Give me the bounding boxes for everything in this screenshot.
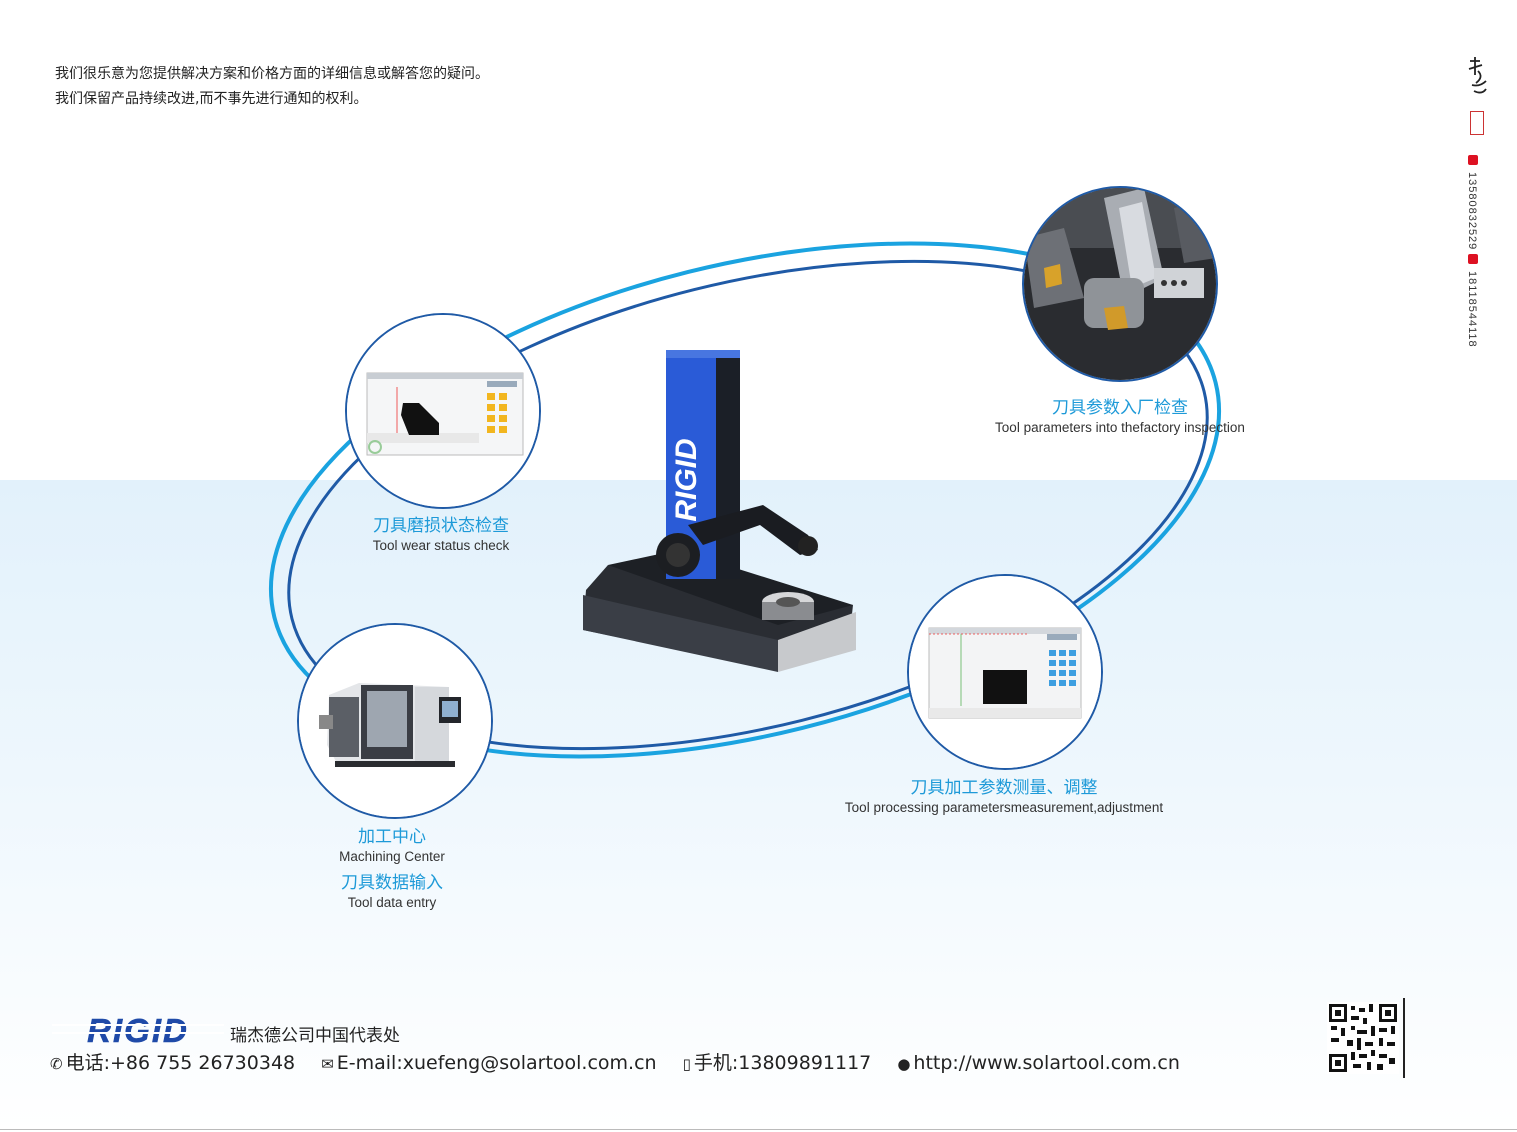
tel-item: ✆电话:+86 755 26730348 bbox=[50, 1052, 295, 1074]
intro-text: 我们很乐意为您提供解决方案和价格方面的详细信息或解答您的疑问。 我们保留产品持续… bbox=[55, 62, 489, 112]
phone-icon: ✆ bbox=[50, 1055, 63, 1073]
web-item[interactable]: ●http://www.solartool.com.cn bbox=[897, 1052, 1180, 1074]
sidebar-phone-2: 18118544118 bbox=[1466, 271, 1478, 348]
mobile-text: 手机:13809891117 bbox=[693, 1052, 872, 1074]
caption-cn: 刀具参数入厂检查 bbox=[1052, 398, 1188, 418]
caption-tool-wear: 刀具磨损状态检查 Tool wear status check bbox=[281, 516, 601, 554]
tool-presetter-machine-image: RIGID bbox=[583, 350, 856, 672]
calligraphy-logo bbox=[1466, 55, 1488, 109]
qr-code bbox=[1327, 1002, 1399, 1074]
wechat-marker-icon bbox=[1468, 254, 1478, 265]
caption-cn: 刀具磨损状态检查 bbox=[373, 516, 509, 536]
caption-en: Tool wear status check bbox=[372, 538, 510, 553]
caption-en: Machining Center bbox=[339, 849, 445, 864]
mobile-icon: ▯ bbox=[682, 1055, 691, 1073]
contact-line: ✆电话:+86 755 26730348 ✉E-mail:xuefeng@sol… bbox=[50, 1048, 1200, 1075]
web-text[interactable]: http://www.solartool.com.cn bbox=[913, 1052, 1180, 1074]
column-brand-text: RIGID bbox=[670, 438, 703, 521]
rigid-brand-logo: RIGID bbox=[52, 1016, 224, 1046]
caption-processing-parameters: 刀具加工参数测量、调整 Tool processing parametersme… bbox=[824, 778, 1184, 816]
caption-en: Tool processing parametersmeasurement,ad… bbox=[844, 800, 1164, 815]
machining-center-image bbox=[297, 623, 493, 819]
caption-tool-inspection: 刀具参数入厂检查 Tool parameters into thefactory… bbox=[960, 398, 1280, 436]
intro-line-1: 我们很乐意为您提供解决方案和价格方面的详细信息或解答您的疑问。 bbox=[55, 66, 489, 82]
brand-logo-text: RIGID bbox=[87, 1016, 189, 1046]
globe-icon: ● bbox=[897, 1055, 911, 1073]
caption-cn: 加工中心 bbox=[358, 827, 426, 847]
intro-line-2: 我们保留产品持续改进,而不事先进行通知的权利。 bbox=[55, 91, 368, 107]
caption-cn-data-entry: 刀具数据输入 bbox=[341, 873, 443, 893]
email-text[interactable]: E-mail:xuefeng@solartool.com.cn bbox=[336, 1052, 657, 1074]
sidebar-contact: 13580832529 18118544118 bbox=[1466, 55, 1488, 348]
email-item[interactable]: ✉E-mail:xuefeng@solartool.com.cn bbox=[321, 1052, 656, 1074]
caption-en-data-entry: Tool data entry bbox=[347, 895, 437, 910]
processing-parameters-software-image bbox=[907, 574, 1103, 770]
phone-marker-icon bbox=[1468, 155, 1478, 165]
caption-en: Tool parameters into thefactory inspecti… bbox=[995, 420, 1245, 435]
tel-text: 电话:+86 755 26730348 bbox=[65, 1052, 296, 1074]
bottom-rule bbox=[0, 1129, 1517, 1130]
footer-divider bbox=[1403, 998, 1405, 1078]
company-name: 瑞杰德公司中国代表处 bbox=[230, 1026, 400, 1046]
sidebar-phone-1: 13580832529 bbox=[1466, 172, 1478, 251]
mobile-item: ▯手机:13809891117 bbox=[683, 1052, 872, 1074]
tool-wear-software-image bbox=[345, 313, 541, 509]
red-seal-stamp bbox=[1470, 111, 1484, 135]
tool-inspection-image bbox=[1022, 186, 1218, 382]
mail-icon: ✉ bbox=[321, 1055, 334, 1073]
caption-machining-center: 加工中心 Machining Center 刀具数据输入 Tool data e… bbox=[232, 827, 552, 911]
caption-cn: 刀具加工参数测量、调整 bbox=[910, 778, 1098, 798]
